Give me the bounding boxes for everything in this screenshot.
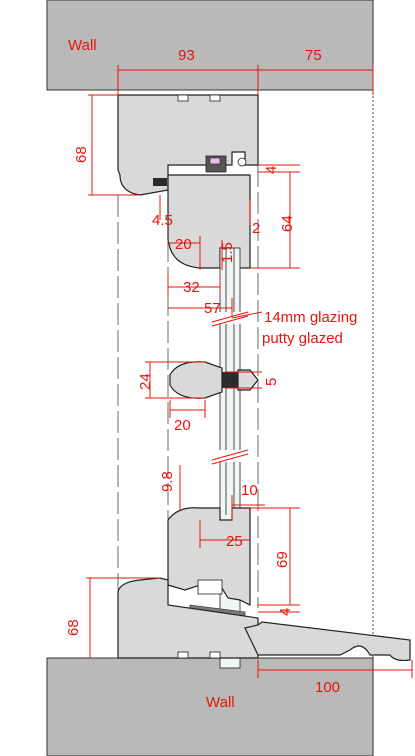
sill-groove-right (209, 651, 221, 659)
dim-20-bar: 20 (174, 417, 191, 434)
bottom-wall (46, 657, 374, 756)
dim-69: 69 (274, 551, 291, 568)
dim-5: 5 (263, 378, 280, 386)
head-groove-left (177, 94, 189, 102)
dim-24: 24 (137, 373, 154, 390)
sill-nose (244, 621, 411, 662)
dim-57: 57 (204, 300, 221, 317)
dim-sill-4: 4 (277, 608, 294, 616)
dim-1-5: 1.5 (219, 242, 236, 263)
dim-sill-68: 68 (65, 619, 82, 636)
dim-64: 64 (279, 215, 296, 232)
dim-4-5: 4.5 (152, 212, 173, 229)
dim-2: 2 (252, 220, 260, 237)
glazing-note-line1: 14mm glazing (264, 309, 357, 326)
glazing-note-line2: putty glazed (262, 330, 343, 347)
dim-25: 25 (226, 533, 243, 550)
dim-head-68: 68 (73, 146, 90, 163)
bottom-hardware (197, 579, 223, 595)
sill-groove-left (177, 651, 189, 659)
dim-75: 75 (305, 47, 322, 64)
head-groove-right (209, 94, 221, 102)
dim-9-8: 9.8 (159, 471, 176, 492)
top-wall (46, 0, 374, 91)
dim-93: 93 (178, 47, 195, 64)
dimension-lines (86, 65, 413, 678)
top-seal-insert (209, 157, 221, 165)
dim-100: 100 (315, 679, 340, 696)
top-seal-bulb (237, 157, 247, 167)
glazing-bar-inner (237, 369, 259, 391)
dim-10: 10 (241, 482, 258, 499)
wall-bottom-label: Wall (206, 694, 235, 711)
dim-20-top: 20 (175, 236, 192, 253)
top-hinge-block (153, 178, 167, 186)
dim-32: 32 (183, 279, 200, 296)
glazing-bar (169, 361, 223, 399)
dim-head-gap-4: 4 (263, 166, 280, 174)
wall-top-label: Wall (68, 37, 97, 54)
glazing-bar-dark (222, 372, 238, 388)
